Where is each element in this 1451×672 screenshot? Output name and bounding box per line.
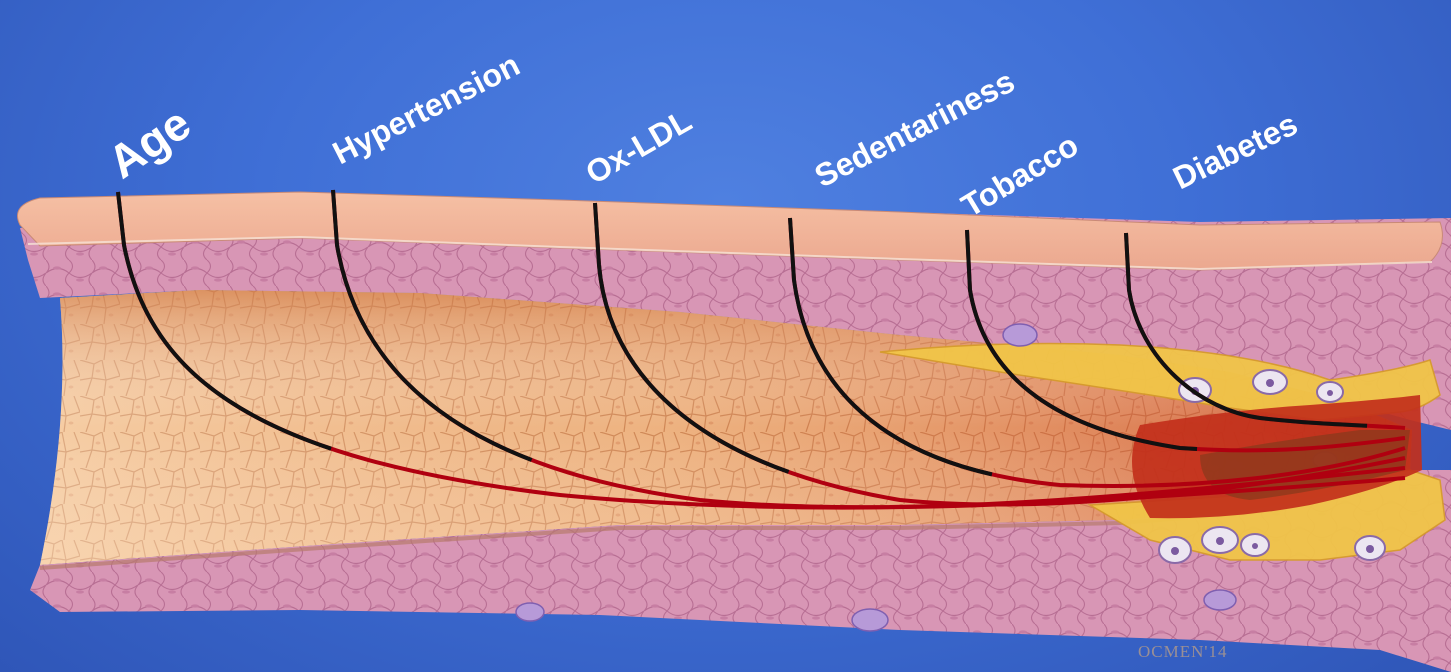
label-age: Age (99, 97, 200, 189)
artist-signature: OCMEN'14 (1138, 642, 1227, 661)
label-diabetes: Diabetes (1167, 105, 1303, 196)
label-hypertension: Hypertension (327, 46, 526, 171)
label-oxldl: Ox-LDL (580, 102, 698, 191)
label-tobacco: Tobacco (955, 127, 1084, 224)
